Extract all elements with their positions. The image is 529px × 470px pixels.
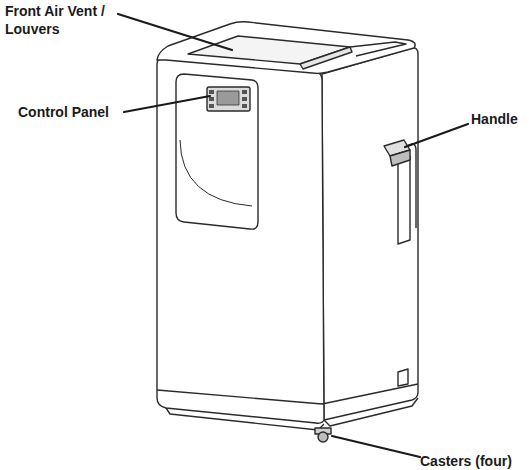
side-outlet [398, 369, 408, 386]
leader-line [332, 436, 420, 457]
control-display [207, 87, 250, 111]
base-foot [166, 408, 324, 430]
top-rim [350, 42, 406, 56]
control-button [209, 97, 214, 101]
caster-wheel [318, 432, 328, 442]
louver-edge [300, 47, 352, 69]
side-panel [322, 48, 418, 420]
part-label: Front Air Vent / Louvers [5, 2, 127, 38]
control-panel-recess [176, 74, 258, 229]
base-foot [324, 398, 418, 426]
leader-line [405, 124, 468, 147]
recess-contour [180, 140, 252, 206]
control-button [242, 97, 247, 101]
part-label: Handle [471, 110, 529, 128]
top-panel [157, 22, 415, 74]
front-panel [157, 58, 324, 423]
control-button [209, 104, 214, 108]
handle-grip [390, 150, 410, 166]
leader-line [124, 96, 210, 112]
side-grille [398, 156, 410, 244]
display-screen [217, 91, 239, 105]
part-label: Casters (four) [420, 452, 529, 470]
control-button [209, 90, 214, 94]
part-label: Control Panel [18, 103, 128, 121]
base-band [157, 384, 418, 404]
leader-line [118, 14, 232, 50]
control-button [242, 104, 247, 108]
control-button [242, 90, 247, 94]
